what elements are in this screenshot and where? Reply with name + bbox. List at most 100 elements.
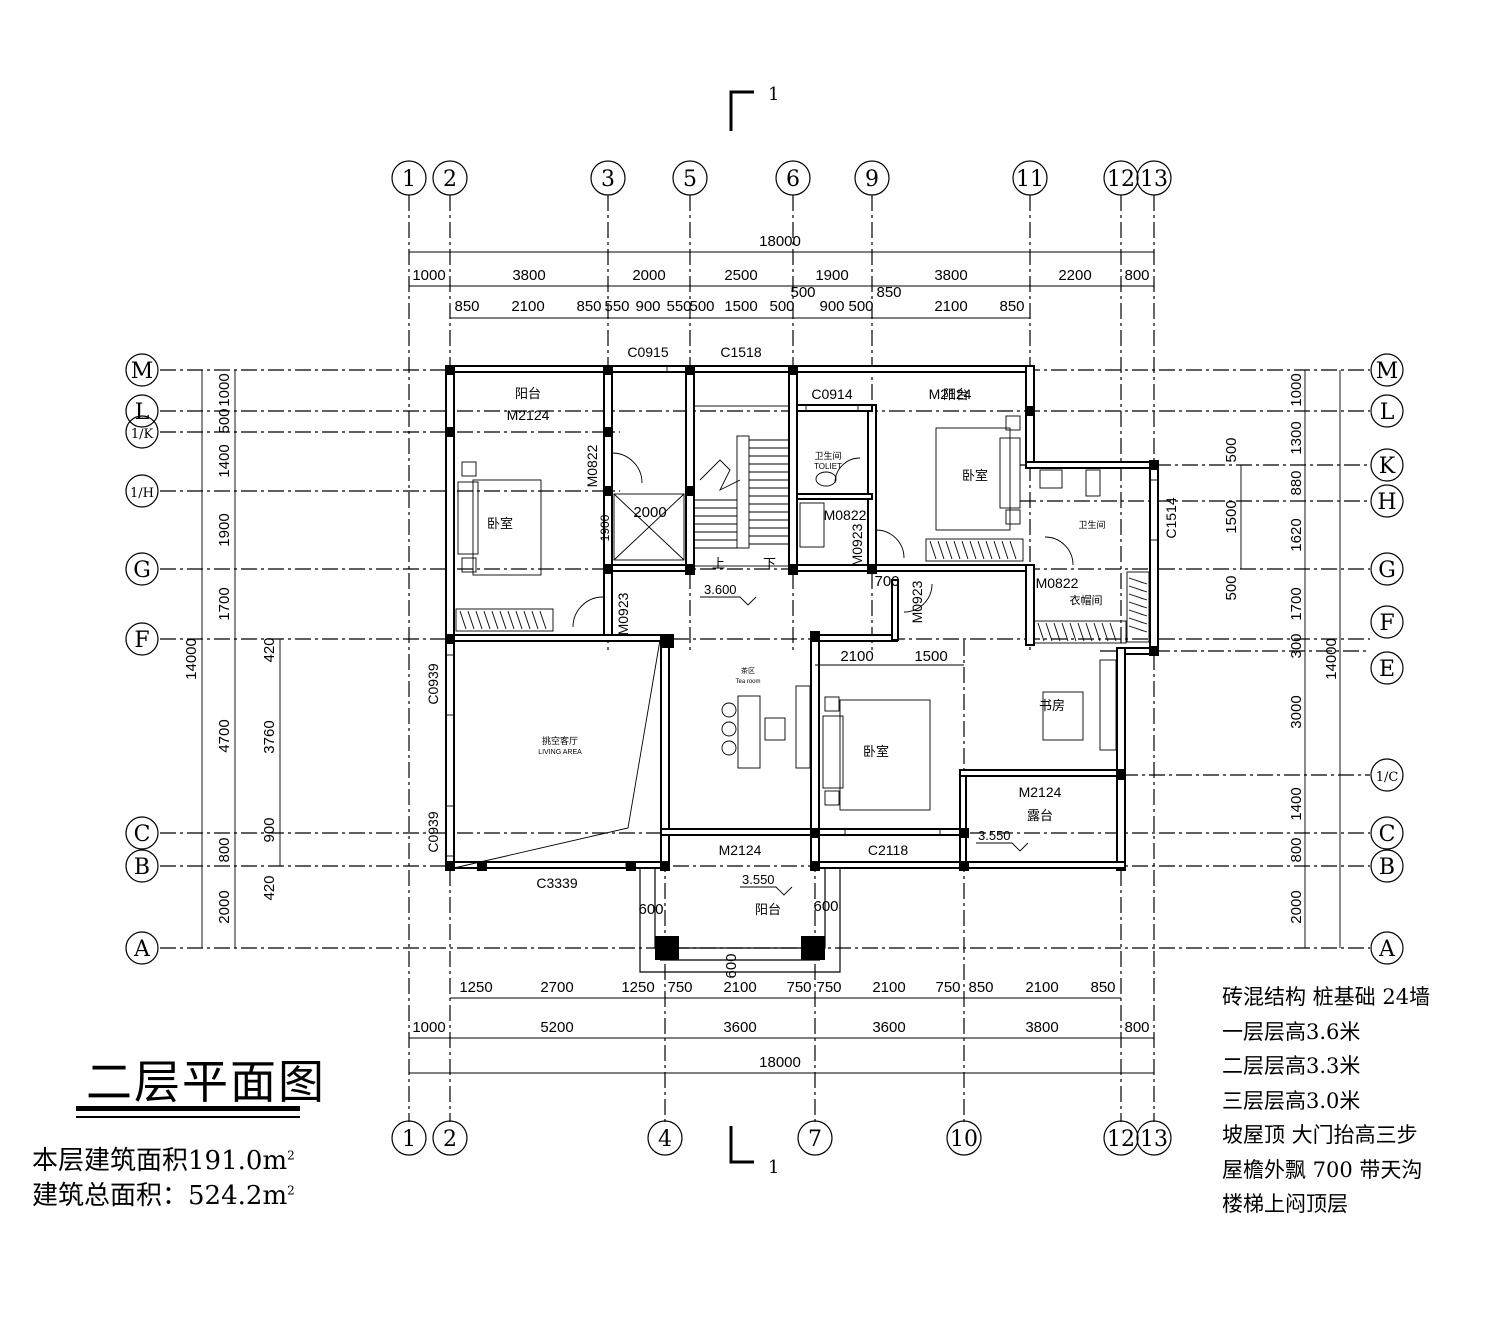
right-axis-bubbles: M L K H G F E 1/C C B A [1370,353,1404,965]
svg-text:挑空客厅: 挑空客厅 [542,735,578,746]
title-underline [76,1106,300,1111]
svg-text:3600: 3600 [872,1019,905,1036]
axis-bubble: 12 [1103,160,1139,196]
right-dimensions: 14000 1000 1300 880 1620 1700 300 3000 1… [1223,370,1341,948]
svg-text:1/C: 1/C [1376,770,1399,785]
svg-text:2000: 2000 [216,890,233,923]
svg-text:1300: 1300 [1288,421,1305,454]
svg-text:600: 600 [723,953,740,978]
axis-bubble: G [125,552,159,586]
svg-text:900: 900 [819,298,844,315]
svg-text:750: 750 [935,979,960,996]
bottom-axis-bubbles: 1 2 4 7 10 12 13 [391,1120,1172,1156]
svg-text:2: 2 [443,1127,457,1152]
svg-text:5200: 5200 [540,1019,573,1036]
svg-text:1000: 1000 [412,1019,445,1036]
svg-text:卧室: 卧室 [863,744,889,759]
svg-text:2100: 2100 [840,648,873,665]
svg-text:C1514: C1514 [1163,497,1179,538]
svg-text:2200: 2200 [1058,267,1091,284]
svg-text:420: 420 [261,875,278,900]
svg-text:阳台: 阳台 [515,386,541,401]
top-axis-bubbles: 1 2 3 5 6 9 11 12 13 [391,160,1172,196]
svg-text:420: 420 [261,637,278,662]
svg-text:1500: 1500 [724,298,757,315]
axis-bubble: 1/K [125,415,159,449]
svg-text:M2124: M2124 [1019,784,1062,800]
svg-text:1/K: 1/K [131,427,154,442]
svg-text:600: 600 [638,901,663,918]
svg-text:3800: 3800 [1025,1019,1058,1036]
room-labels: 阳台 阳台 阳台 卧室 卧室 卧室 卫生间 TOLIET 卫生间 挑空客厅 LI… [487,386,1106,917]
svg-text:G: G [133,558,151,583]
svg-text:M0822: M0822 [584,444,600,487]
axis-bubble: F [1370,605,1404,639]
svg-text:300: 300 [1288,633,1305,658]
svg-text:500: 500 [216,408,233,433]
svg-text:3: 3 [601,167,615,192]
axis-bubble: F [125,622,159,656]
section-mark-top: 1 [729,84,779,131]
note-line: 三层层高3.0米 [1222,1088,1361,1113]
staircase: 上 下 [693,405,790,571]
axis-bubble: 1/C [1370,758,1404,792]
svg-text:14000: 14000 [183,638,200,680]
svg-text:900: 900 [261,817,278,842]
svg-text:700: 700 [874,573,899,590]
svg-text:LIVING AREA: LIVING AREA [538,749,582,756]
svg-text:1500: 1500 [914,648,947,665]
axis-bubble: M [1370,353,1404,387]
svg-text:1250: 1250 [621,979,654,996]
svg-text:2100: 2100 [872,979,905,996]
svg-text:A: A [133,937,151,962]
svg-text:14000: 14000 [1323,638,1340,680]
axis-bubble: 4 [647,1120,683,1156]
svg-text:卧室: 卧室 [487,516,513,531]
svg-text:12: 12 [1107,1127,1135,1152]
svg-text:B: B [134,855,150,880]
svg-text:3.600: 3.600 [704,582,737,597]
svg-text:M2124: M2124 [929,386,972,402]
note-line: 砖混结构 桩基础 24墙 [1222,985,1431,1009]
svg-text:1000: 1000 [412,267,445,284]
beds [457,415,1021,811]
axis-bubble: 1/H [125,474,159,508]
svg-text:850: 850 [876,284,901,301]
svg-text:3760: 3760 [261,720,278,753]
columns [445,365,1159,960]
svg-text:800: 800 [1288,837,1305,862]
axis-bubble: 2 [432,160,468,196]
svg-text:500: 500 [1223,437,1240,462]
living-void [453,639,661,869]
svg-text:2100: 2100 [723,979,756,996]
svg-text:B: B [1379,855,1395,880]
construction-notes: 砖混结构 桩基础 24墙 一层层高3.6米 二层层高3.3米 三层层高3.0米 … [1222,980,1430,1222]
note-line: 楼梯上闷顶层 [1222,1192,1348,1216]
area-unit-power: 2 [287,1148,295,1163]
wardrobes [455,538,1150,644]
svg-text:M2124: M2124 [507,407,550,423]
axis-bubble: C [1370,816,1404,850]
svg-text:3600: 3600 [723,1019,756,1036]
note-line: 坡屋顶 大门抬高三步 [1222,1123,1418,1147]
total-area: 建筑总面积：524.2m2 [32,1175,295,1212]
svg-text:12: 12 [1107,167,1135,192]
svg-text:1000: 1000 [216,373,233,406]
svg-text:M0822: M0822 [824,507,867,523]
door-swings [572,452,1074,628]
axis-bubble: 3 [590,160,626,196]
svg-text:500: 500 [769,298,794,315]
svg-text:卫生间: 卫生间 [1078,519,1105,530]
axis-bubble: C [125,816,159,850]
svg-text:9: 9 [865,167,879,192]
axis-bubble: 5 [672,160,708,196]
axis-bubble: L [125,394,159,428]
svg-text:1: 1 [402,1127,416,1152]
total-area-value: 524.2m [188,1181,288,1211]
svg-text:2700: 2700 [540,979,573,996]
note-line: 屋檐外飘 700 带天沟 [1222,1157,1423,1182]
svg-text:4: 4 [658,1127,672,1152]
svg-text:3.550: 3.550 [742,872,775,887]
svg-text:500: 500 [790,284,815,301]
svg-text:下: 下 [763,556,776,571]
